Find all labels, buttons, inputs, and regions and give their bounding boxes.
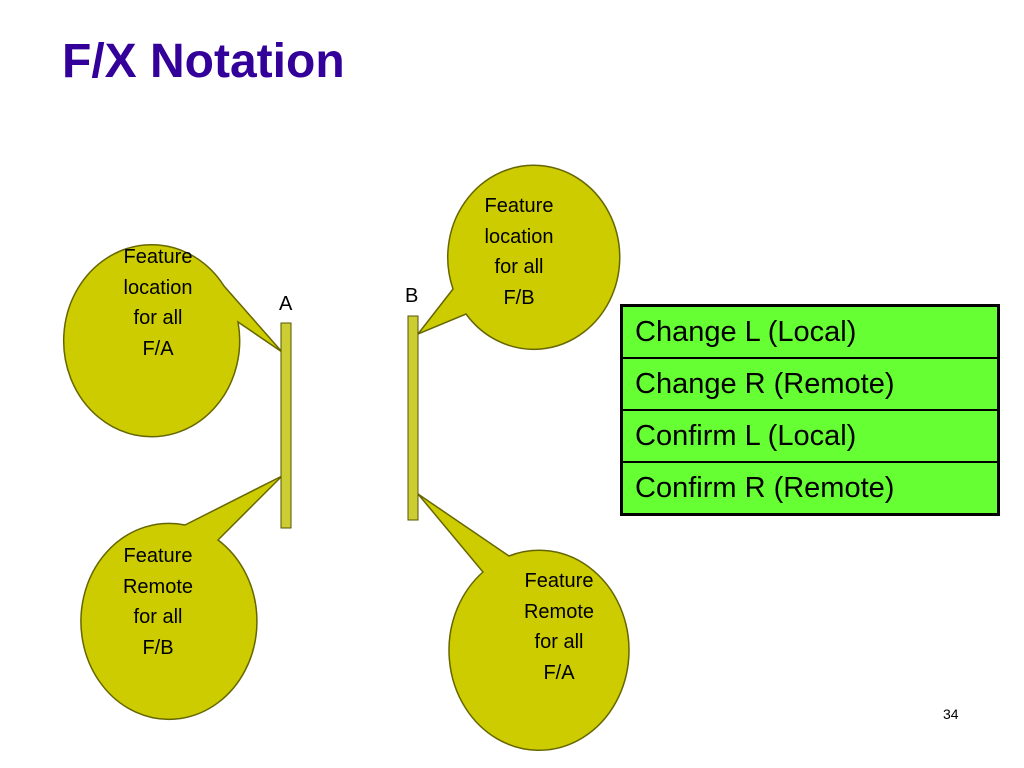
node-a-label: A xyxy=(279,293,293,315)
bubble-location-a-text: Feature location for all F/A xyxy=(123,246,193,360)
page-title: F/X Notation xyxy=(62,35,345,88)
bubble-location-a-shape xyxy=(62,244,283,438)
bubble-remote-b-text: Feature Remote for all F/B xyxy=(122,545,194,659)
table-row: Change R (Remote) xyxy=(620,357,1000,411)
bubble-remote-a-shape xyxy=(417,493,630,752)
table-row: Confirm L (Local) xyxy=(620,409,1000,463)
table-row: Confirm R (Remote) xyxy=(620,461,1000,516)
page-number: 34 xyxy=(943,706,959,722)
table-cell: Change R (Remote) xyxy=(620,357,1000,411)
bubble-location-b-shape xyxy=(415,164,621,350)
node-b-label: B xyxy=(405,285,419,307)
message-type-table: Change L (Local) Change R (Remote) Confi… xyxy=(620,304,1000,516)
table-cell: Confirm R (Remote) xyxy=(620,461,1000,516)
table-cell: Change L (Local) xyxy=(620,304,1000,359)
node-a-bar xyxy=(280,322,292,529)
table-cell: Confirm L (Local) xyxy=(620,409,1000,463)
bubble-location-b-text: Feature location for all F/B xyxy=(484,195,554,309)
node-b-bar xyxy=(407,315,419,521)
table-row: Change L (Local) xyxy=(620,304,1000,359)
bubble-remote-a-text: Feature Remote for all F/A xyxy=(523,570,595,684)
bubble-remote-b-shape xyxy=(80,475,283,721)
